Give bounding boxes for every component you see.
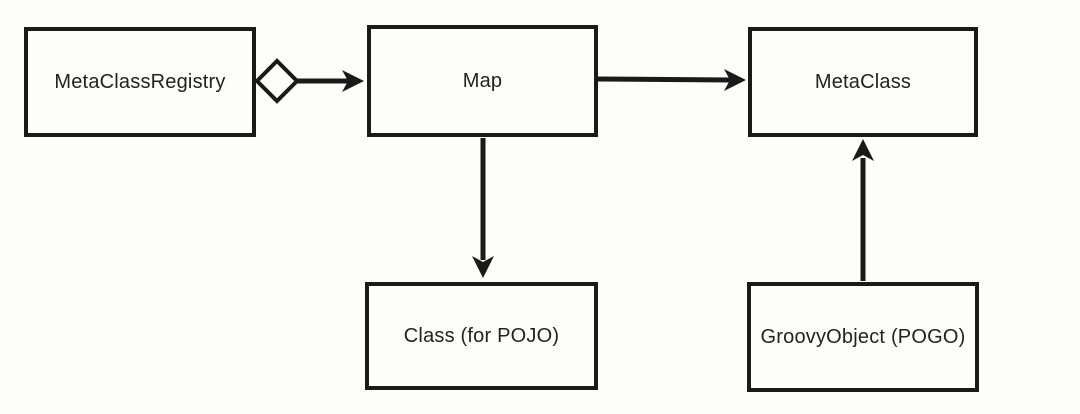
node-class-for-pojo: Class (for POJO) <box>365 282 598 390</box>
node-metaclassregistry-label: MetaClassRegistry <box>54 70 226 93</box>
node-map: Map <box>367 25 598 137</box>
node-groovyobject-pogo-label: GroovyObject (POGO) <box>760 325 966 348</box>
edge-map-to-metaclass <box>597 69 746 91</box>
edge-groovyobject-to-metaclass <box>852 139 874 281</box>
node-metaclass-label: MetaClass <box>814 70 912 93</box>
node-metaclassregistry: MetaClassRegistry <box>24 27 256 137</box>
edge-registry-to-map <box>254 58 364 104</box>
node-metaclass: MetaClass <box>748 27 978 137</box>
edge-map-to-class <box>472 138 494 278</box>
node-groovyobject-pogo: GroovyObject (POGO) <box>747 282 979 392</box>
node-class-for-pojo-label: Class (for POJO) <box>403 324 560 347</box>
node-map-label: Map <box>462 69 503 92</box>
